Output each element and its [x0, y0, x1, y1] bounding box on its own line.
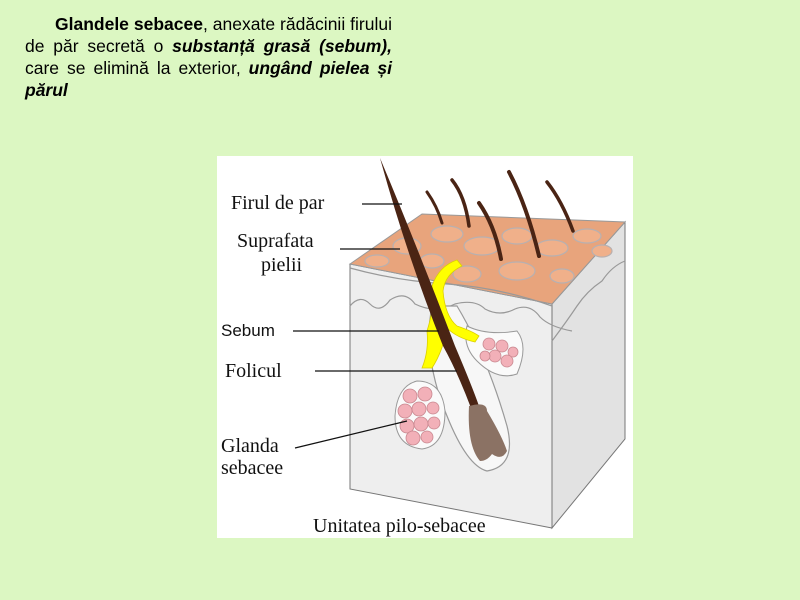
- label-surface-line1: Suprafata: [237, 230, 314, 252]
- label-gland-line2: sebacee: [221, 457, 283, 479]
- label-follicle: Folicul: [225, 360, 282, 382]
- text-segment: , anexate rădăcinii firului de păr secre…: [25, 14, 392, 56]
- gland-cells-upper: [479, 337, 519, 368]
- sebum: [421, 259, 480, 369]
- term-glandele-sebacee: Glandele sebacee: [55, 14, 203, 34]
- pilosebaceous-unit-diagram: Firul de par Suprafata pielii Sebum Foli…: [217, 156, 633, 538]
- hair-bulb: [468, 404, 507, 461]
- figure-caption: Unitatea pilo-sebacee: [313, 515, 486, 537]
- label-hair: Firul de par: [231, 192, 325, 214]
- term-ungand: ungând pielea și părul: [25, 58, 392, 100]
- text-segment: care se elimină la exterior,: [25, 58, 249, 78]
- main-hair-shaft: [380, 158, 479, 408]
- label-surface-line2: pielii: [261, 254, 303, 276]
- label-sebum: Sebum: [221, 321, 275, 340]
- gland-cells-lower: [397, 386, 441, 446]
- term-substanta-grasa: substanță grasă (sebum),: [172, 36, 392, 56]
- label-gland-line1: Glanda: [221, 435, 279, 457]
- description-paragraph: Glandele sebacee, anexate rădăcinii firu…: [25, 13, 392, 101]
